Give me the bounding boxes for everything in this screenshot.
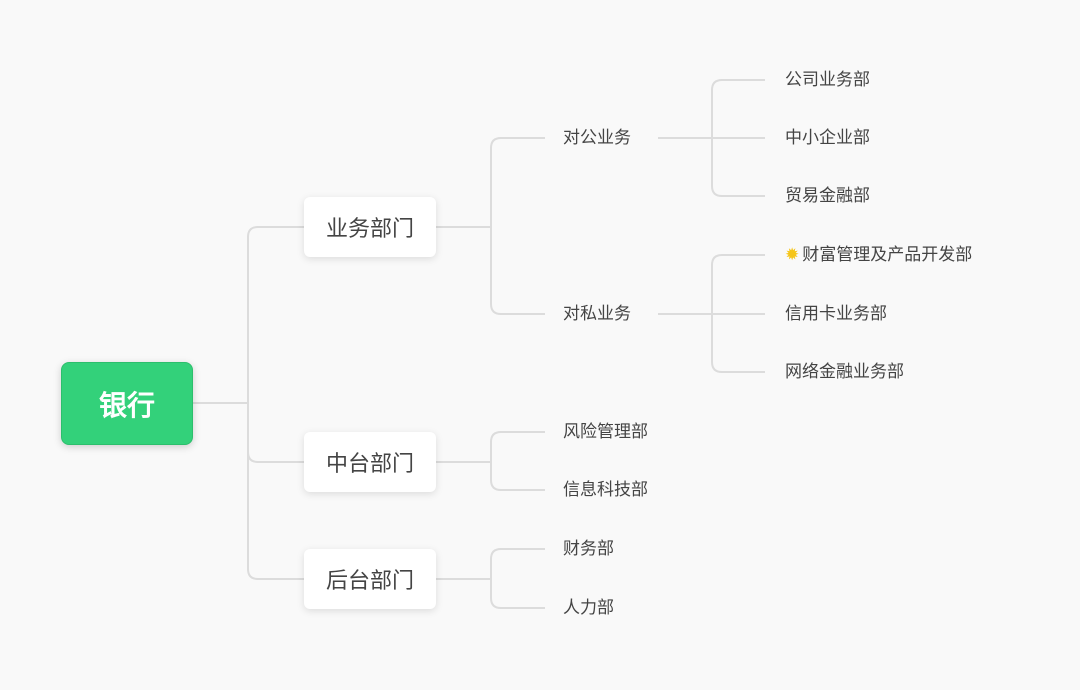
sun-icon: ✹: [785, 245, 800, 265]
node-leaf[interactable]: 信息科技部: [563, 480, 648, 500]
node-corporate-business[interactable]: 对公业务: [563, 128, 631, 148]
node-middle-office[interactable]: 中台部门: [304, 432, 436, 492]
node-leaf-label: 财富管理及产品开发部: [802, 245, 973, 265]
node-leaf[interactable]: 财务部: [563, 539, 614, 559]
node-business-dept[interactable]: 业务部门: [304, 197, 436, 257]
root-node[interactable]: 银行: [61, 362, 193, 445]
node-leaf[interactable]: 中小企业部: [785, 128, 870, 148]
node-leaf[interactable]: 网络金融业务部: [785, 362, 904, 382]
node-back-office[interactable]: 后台部门: [304, 549, 436, 609]
node-leaf[interactable]: 风险管理部: [563, 422, 648, 442]
node-leaf[interactable]: 贸易金融部: [785, 186, 870, 206]
node-leaf[interactable]: 信用卡业务部: [785, 304, 887, 324]
node-leaf[interactable]: 人力部: [563, 598, 614, 618]
node-leaf[interactable]: ✹财富管理及产品开发部: [785, 245, 972, 265]
node-retail-business[interactable]: 对私业务: [563, 304, 631, 324]
node-leaf[interactable]: 公司业务部: [785, 70, 870, 90]
